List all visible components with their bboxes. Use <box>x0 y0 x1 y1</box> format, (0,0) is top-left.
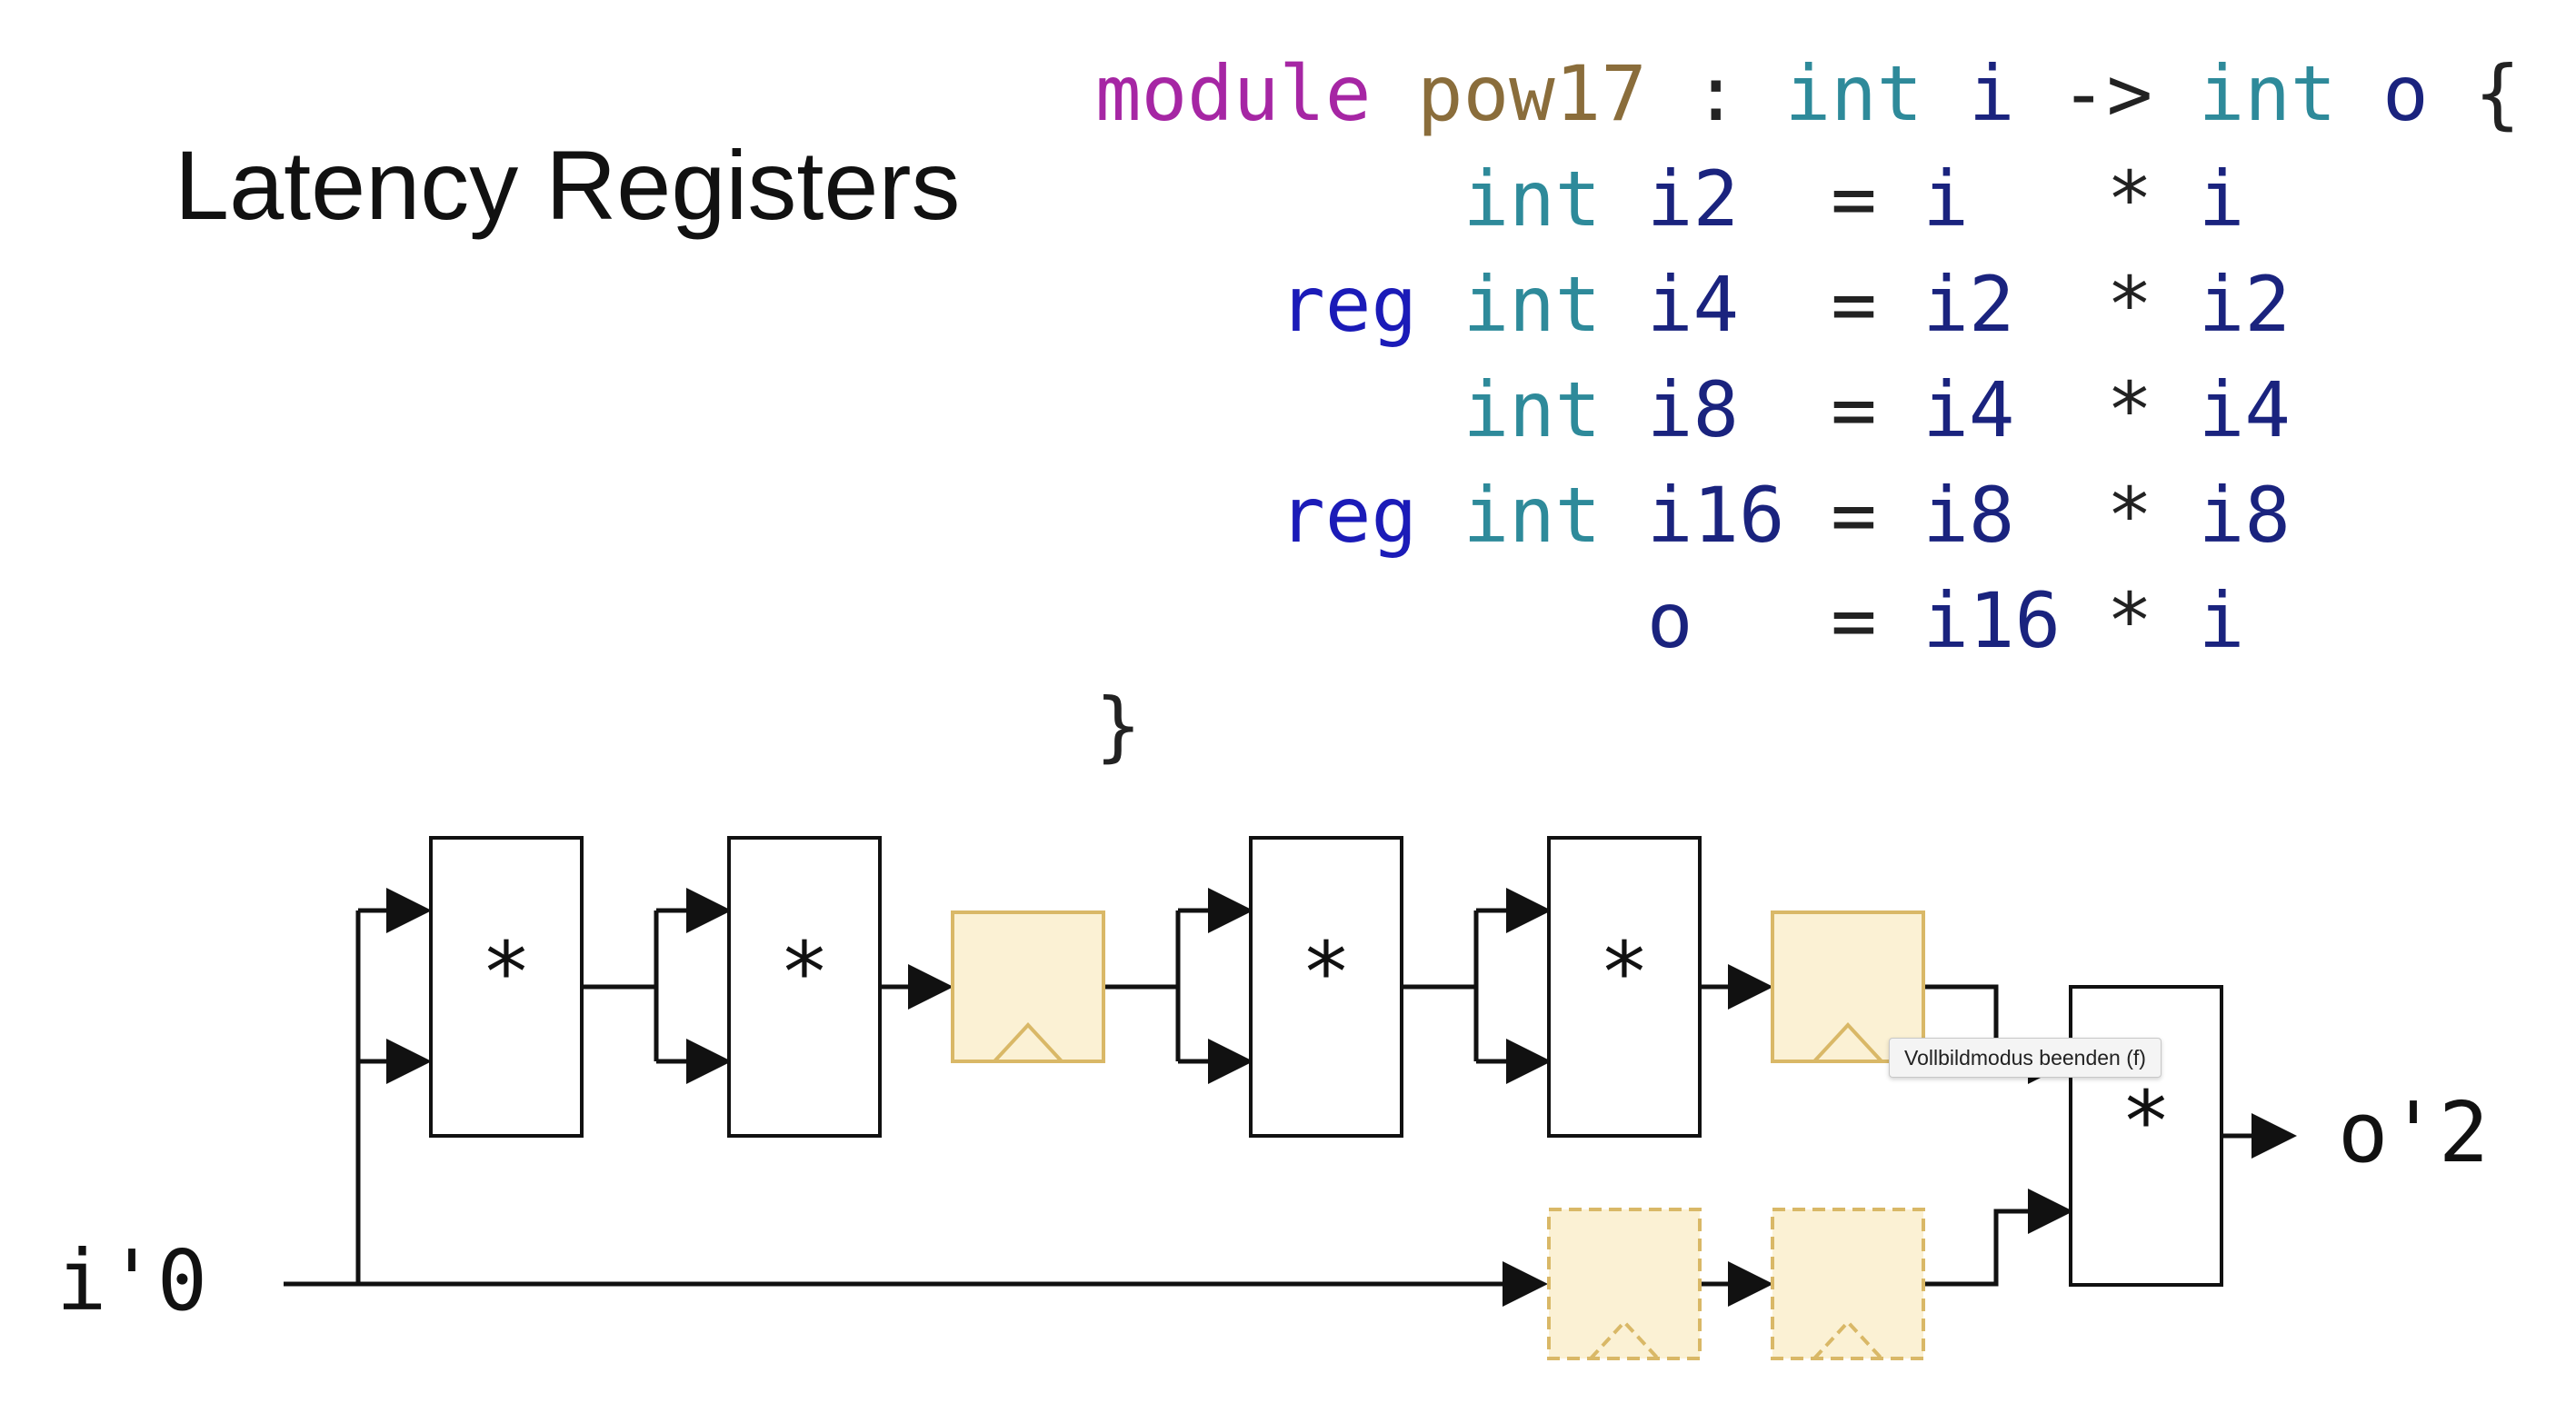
multiplier-symbol: * <box>2121 1073 2171 1170</box>
code-token: i16 <box>1646 471 1785 560</box>
code-token: pow17 <box>1417 49 1647 138</box>
code-token: reg <box>1279 260 1418 349</box>
register-box <box>1547 1208 1702 1360</box>
code-token: * <box>2014 471 2199 560</box>
multiplier-symbol: * <box>481 924 531 1021</box>
multiplier-symbol: * <box>779 924 829 1021</box>
slide-title: Latency Registers <box>175 130 961 240</box>
code-token: i4 <box>1922 365 2015 454</box>
multiplier-5: * <box>2069 985 2223 1287</box>
code-token: : <box>1646 49 1785 138</box>
code-token: * <box>1968 154 2199 244</box>
register-box <box>951 910 1105 1063</box>
code-token: int <box>1784 49 1923 138</box>
clock-triangle <box>993 1022 1063 1063</box>
code-line: module pow17 : int i -> int o { <box>1095 41 2521 146</box>
code-line: int i8 = i4 * i4 <box>1095 357 2521 463</box>
code-token: i2 <box>2198 260 2291 349</box>
multiplier-symbol: * <box>1301 924 1351 1021</box>
code-token: i4 <box>1646 260 1740 349</box>
code-token: o <box>2382 49 2429 138</box>
code-line: int i2 = i * i <box>1095 146 2521 252</box>
latency-register-2 <box>1771 1208 1925 1360</box>
code-token: i <box>2198 576 2245 665</box>
multiplier-box <box>727 836 882 1138</box>
code-block: module pow17 : int i -> int o { int i2 =… <box>1095 41 2521 779</box>
code-token: * <box>2014 365 2199 454</box>
multiplier-box <box>1547 836 1702 1138</box>
code-token: i <box>2198 154 2245 244</box>
code-token: i16 <box>1922 576 2062 665</box>
register-2 <box>1771 910 1925 1063</box>
code-token: module <box>1095 49 1372 138</box>
code-token: i8 <box>2198 471 2291 560</box>
code-token: } <box>1095 682 1142 771</box>
wire-lreg-b-to-mul5 <box>1923 1189 2073 1287</box>
register-1 <box>951 910 1105 1063</box>
multiplier-2: * <box>727 836 882 1138</box>
latency-register-1 <box>1547 1208 1702 1360</box>
output-label: o'2 <box>2338 1084 2489 1181</box>
register-box <box>1771 910 1925 1063</box>
multiplier-box <box>2069 985 2223 1287</box>
input-label: i'0 <box>56 1232 207 1329</box>
code-token: i8 <box>1922 471 2015 560</box>
code-token: int <box>2198 49 2337 138</box>
code-token: reg <box>1279 471 1418 560</box>
code-token: i2 <box>1922 260 2015 349</box>
fullscreen-exit-tooltip: Vollbildmodus beenden (f) <box>1889 1038 2162 1078</box>
code-token: int <box>1463 154 1602 244</box>
code-token: o <box>1646 576 1693 665</box>
code-token: i <box>1968 49 2015 138</box>
code-token: = <box>1784 471 1923 560</box>
code-token: = <box>1739 365 1923 454</box>
code-token: * <box>2061 576 2199 665</box>
code-line: reg int i16 = i8 * i8 <box>1095 463 2521 568</box>
multiplier-3: * <box>1249 836 1403 1138</box>
code-token: i2 <box>1646 154 1740 244</box>
code-token: = <box>1739 260 1923 349</box>
multiplier-box <box>429 836 584 1138</box>
code-token: i8 <box>1646 365 1740 454</box>
code-line: o = i16 * i <box>1095 568 2521 673</box>
code-line: reg int i4 = i2 * i2 <box>1095 252 2521 357</box>
code-token: i <box>1922 154 1969 244</box>
clock-triangle <box>1812 1022 1883 1063</box>
code-token: i4 <box>2198 365 2291 454</box>
multiplier-4: * <box>1547 836 1702 1138</box>
code-token: int <box>1463 260 1602 349</box>
code-token: = <box>1692 576 1923 665</box>
code-line: } <box>1095 673 2521 779</box>
code-token: int <box>1463 365 1602 454</box>
code-token: { <box>2428 49 2521 138</box>
multiplier-box <box>1249 836 1403 1138</box>
register-box <box>1771 1208 1925 1360</box>
code-token: -> <box>2014 49 2199 138</box>
code-token: * <box>2014 260 2199 349</box>
multiplier-symbol: * <box>1599 924 1649 1021</box>
code-token: = <box>1739 154 1923 244</box>
code-token: int <box>1463 471 1602 560</box>
multiplier-1: * <box>429 836 584 1138</box>
